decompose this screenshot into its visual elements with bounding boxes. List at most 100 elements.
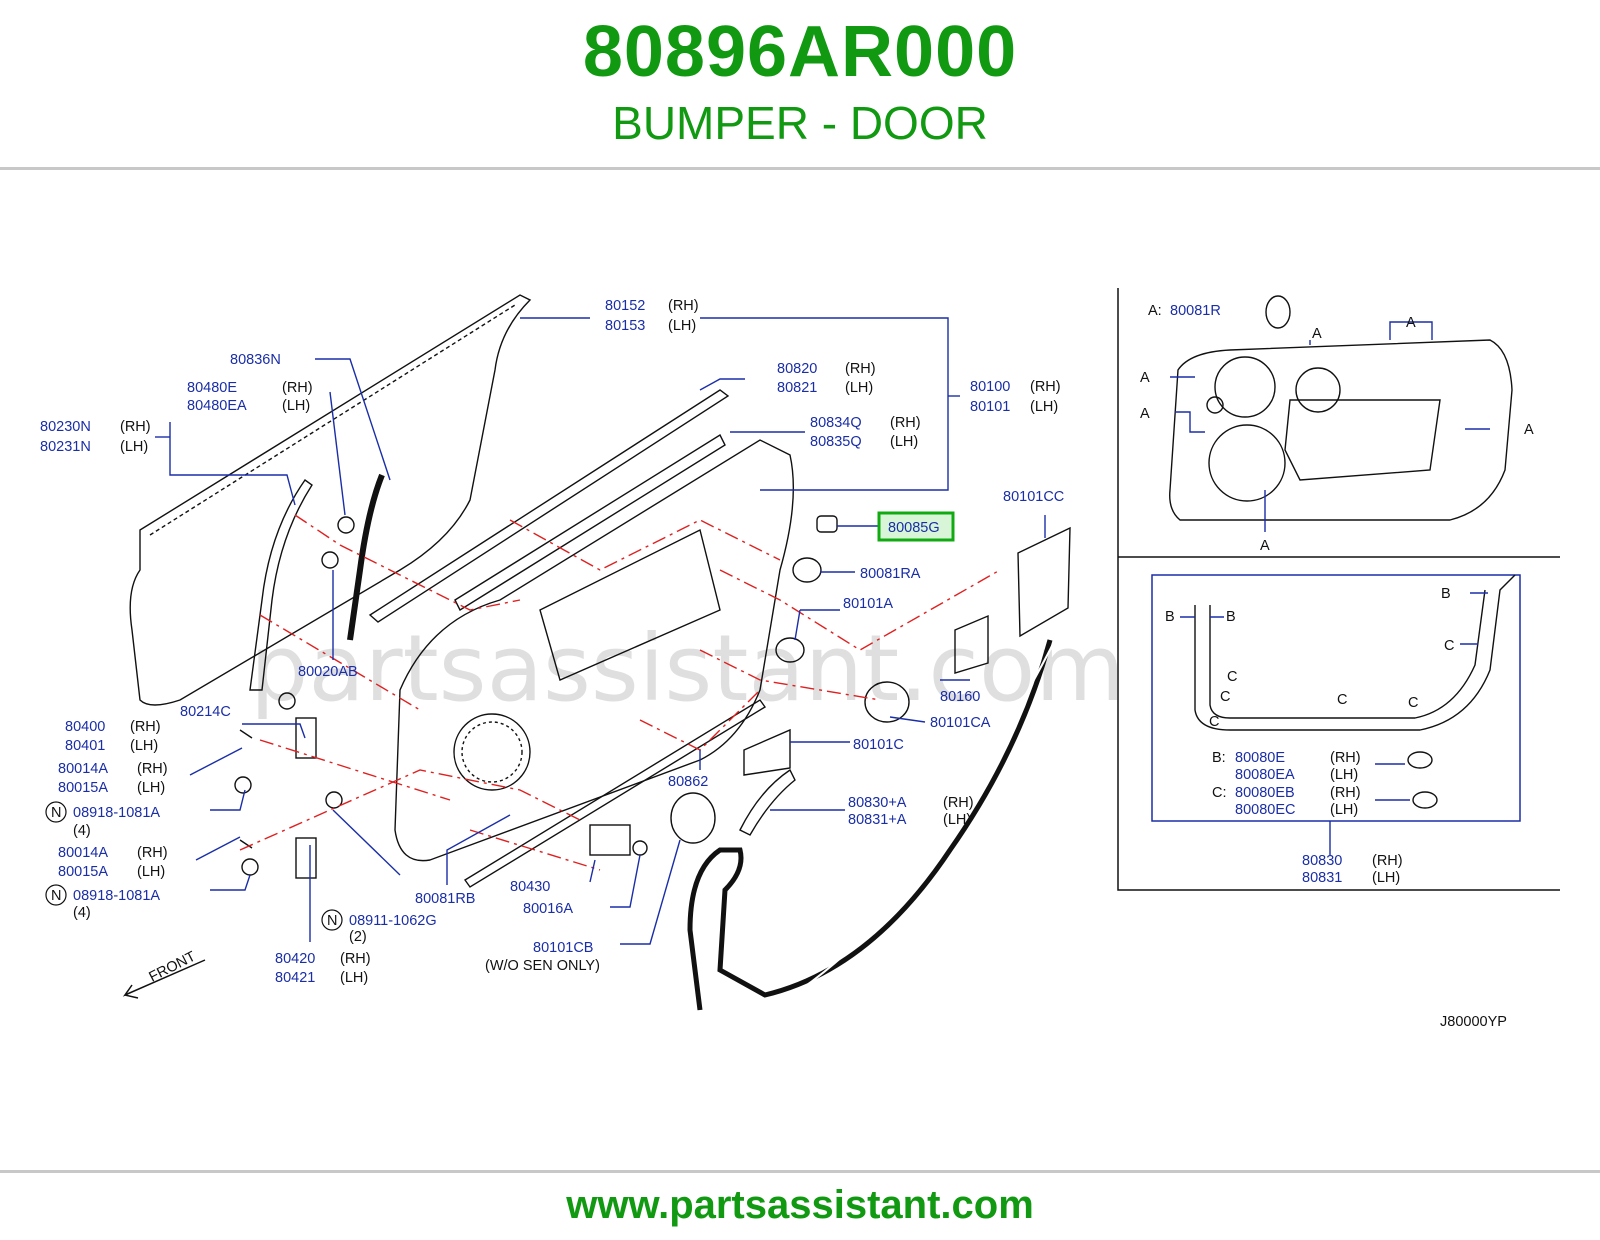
part-label-80016A: 80016A (523, 901, 573, 917)
lh-label: (LH) (137, 780, 165, 796)
rh-label: (RH) (282, 380, 313, 396)
lh-label: (LH) (890, 434, 918, 450)
quantity-label: (4) (73, 823, 91, 839)
marker-b: B (1441, 586, 1451, 602)
part-label-80080E: 80080E (1235, 750, 1285, 766)
rh-label: (RH) (120, 419, 151, 435)
inset-bc-detail: B B B C C C C C C B: 80080E (RH) 80080EA… (1151, 574, 1521, 886)
rh-label: (RH) (137, 761, 168, 777)
part-label-80080EC: 80080EC (1235, 802, 1295, 818)
marker-c: C (1408, 695, 1418, 711)
nut-symbol-letter: N (327, 913, 337, 929)
part-label-80421: 80421 (275, 970, 315, 986)
nut-symbol-icon (45, 884, 67, 906)
part-label-80014A: 80014A (58, 761, 108, 777)
marker-c: C (1444, 638, 1454, 654)
b-prefix: B: (1212, 750, 1226, 766)
lh-label: (LH) (1330, 802, 1358, 818)
part-label-80830A: 80830+A (848, 795, 907, 811)
part-label-80080EB: 80080EB (1235, 785, 1295, 801)
marker-a: A (1524, 422, 1534, 438)
callout-80100: 80100 (RH) 80101 (LH) (970, 379, 1061, 415)
lh-label: (LH) (340, 970, 368, 986)
rh-label: (RH) (1372, 853, 1403, 869)
marker-a: A (1260, 538, 1270, 554)
part-label-80231N: 80231N (40, 439, 91, 455)
marker-a: A (1312, 326, 1322, 342)
highlighted-part-80085G[interactable]: 80085G (877, 511, 955, 542)
rh-label: (RH) (130, 719, 161, 735)
nut-symbol-letter: N (51, 888, 61, 904)
quantity-label: (4) (73, 905, 91, 921)
part-label-80401: 80401 (65, 738, 105, 754)
hinges-and-bolts (234, 516, 796, 879)
part-label-08911-1062G: 08911-1062G (349, 913, 437, 929)
rh-label: (RH) (1330, 785, 1361, 801)
front-arrow-icon (122, 959, 206, 999)
sash-frame (249, 479, 313, 691)
callout-80400: 80400 (RH) 80401 (LH) (65, 719, 161, 754)
part-label-80153: 80153 (605, 318, 645, 334)
part-label-80101CB: 80101CB (533, 940, 593, 956)
part-label-80400: 80400 (65, 719, 105, 735)
side-panel-parts (670, 515, 1071, 844)
lh-label: (LH) (137, 864, 165, 880)
part-label-80160: 80160 (940, 689, 980, 705)
part-label-80020AB: 80020AB (298, 664, 358, 680)
rh-label: (RH) (943, 795, 974, 811)
marker-c: C (1220, 689, 1230, 705)
leader-lines (155, 317, 1046, 945)
part-label-80820: 80820 (777, 361, 817, 377)
marker-c: C (1227, 669, 1237, 685)
inset-a-detail: A: 80081R A A A A A A (1140, 295, 1534, 554)
part-label-80830: 80830 (1302, 853, 1342, 869)
callout-80152-80153: 80152 (RH) 80153 (LH) (605, 298, 699, 334)
part-label-80081R: 80081R (1170, 303, 1221, 319)
part-label-80015A: 80015A (58, 864, 108, 880)
part-label-80480E: 80480E (187, 380, 237, 396)
part-label-80081RB: 80081RB (415, 891, 475, 907)
part-label-80085G[interactable]: 80085G (888, 520, 940, 536)
inset-panel-frame (1117, 288, 1560, 891)
marker-c: C (1209, 714, 1219, 730)
callout-80480E: 80480E (RH) 80480EA (LH) (187, 380, 313, 414)
rh-label: (RH) (340, 951, 371, 967)
page-subtitle-description: BUMPER - DOOR (612, 97, 988, 149)
callout-08918-upper: N 08918-1081A (4) (45, 801, 160, 839)
part-label-80101C: 80101C (853, 737, 904, 753)
part-label-80420: 80420 (275, 951, 315, 967)
part-label-80101A: 80101A (843, 596, 893, 612)
marker-a: A (1140, 406, 1150, 422)
part-label-80101CC: 80101CC (1003, 489, 1064, 505)
part-label-80831: 80831 (1302, 870, 1342, 886)
rh-label: (RH) (1330, 750, 1361, 766)
quantity-label: (2) (349, 929, 367, 945)
nut-symbol-icon (45, 801, 67, 823)
without-sensor-note: (W/O SEN ONLY) (485, 958, 600, 974)
nut-symbol-letter: N (51, 805, 61, 821)
page-title-part-number: 80896AR000 (582, 12, 1018, 92)
part-label-80821: 80821 (777, 380, 817, 396)
part-label-08918-1081A: 08918-1081A (73, 888, 160, 904)
part-label-80014A: 80014A (58, 845, 108, 861)
part-label-80835Q: 80835Q (810, 434, 862, 450)
rh-label: (RH) (137, 845, 168, 861)
moulding-strips (368, 389, 767, 888)
callout-80820: 80820 (RH) 80821 (LH) (777, 361, 876, 396)
callout-80830A: 80830+A (RH) 80831+A (LH) (848, 795, 974, 828)
marker-b: B (1165, 609, 1175, 625)
part-label-80081RA: 80081RA (860, 566, 921, 582)
front-direction-indicator: FRONT (122, 949, 206, 999)
inner-door-panel (394, 439, 795, 862)
footer-website[interactable]: www.partsassistant.com (566, 1183, 1034, 1227)
lh-label: (LH) (943, 812, 971, 828)
rh-label: (RH) (845, 361, 876, 377)
rh-label: (RH) (1030, 379, 1061, 395)
marker-c: C (1337, 692, 1347, 708)
lh-label: (LH) (845, 380, 873, 396)
watermark: partsassistant.com (250, 615, 1125, 722)
c-prefix: C: (1212, 785, 1227, 801)
inset-a-prefix: A: (1148, 303, 1162, 319)
part-label-80831A: 80831+A (848, 812, 907, 828)
lh-label: (LH) (282, 398, 310, 414)
